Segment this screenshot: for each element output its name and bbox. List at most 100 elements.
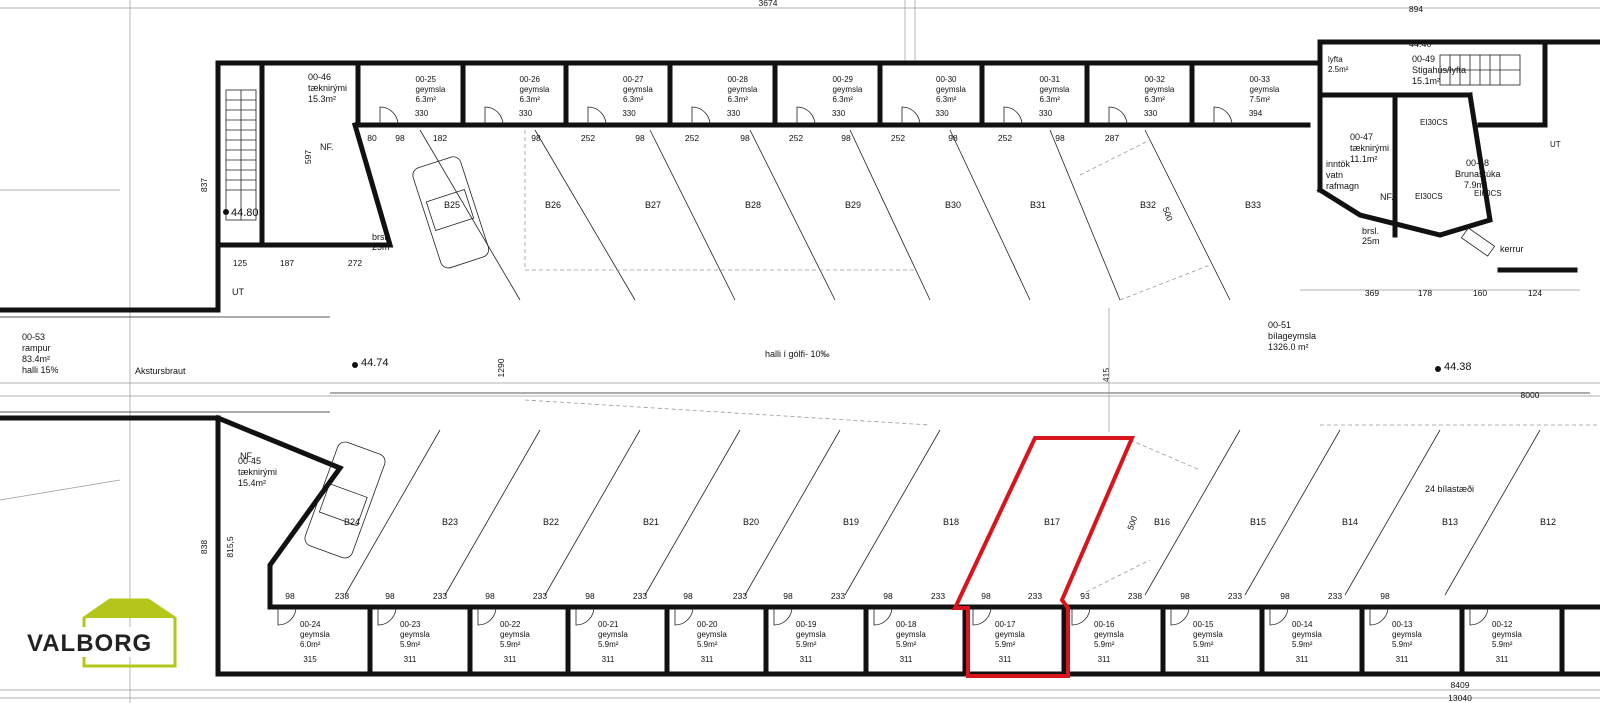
door-swing-icon: [1213, 106, 1233, 126]
parking-bay-bottom: B22: [543, 517, 559, 527]
storage-top-id: 00-31: [1040, 75, 1061, 84]
parking-bay-bottom: B12: [1540, 517, 1556, 527]
storage-bottom-word: geymsla: [1492, 630, 1522, 639]
parking-bay-bottom: B13: [1442, 517, 1458, 527]
valborg-logo: VALBORG: [20, 598, 177, 668]
storage-bottom-id: 00-16: [1094, 620, 1115, 629]
parking-bay-bottom: B23: [442, 517, 458, 527]
dim-left-chain: 272: [348, 258, 362, 268]
dim-right-chain: 160: [1473, 288, 1487, 298]
dim-top-chain: 98: [635, 133, 645, 143]
storage-bottom-width: 311: [1296, 655, 1309, 664]
level-marker-icon: [223, 209, 229, 215]
bottom-storage-partitions: [367, 604, 1565, 677]
intake-line-1: inntök: [1326, 159, 1351, 169]
parking-bay-top: B31: [1030, 200, 1046, 210]
parking-bay-top: B30: [945, 200, 961, 210]
dim-500-a: 500: [1125, 514, 1139, 531]
storage-top-area: 6.3m²: [1040, 95, 1061, 104]
dim-top-chain: 98: [395, 133, 405, 143]
storage-bottom-id: 00-14: [1292, 620, 1313, 629]
ut-label-right: UT: [1550, 140, 1561, 149]
dim-bottom-chain: 98: [285, 591, 295, 601]
storage-top-word: geymsla: [1145, 85, 1175, 94]
room-00-51-area: 1326.0 m²: [1268, 342, 1309, 352]
storage-top-area: 6.3m²: [728, 95, 749, 104]
door-swing-icon: [1369, 606, 1389, 626]
dim-top: 3674: [759, 0, 778, 8]
dim-bottom-chain: 233: [1228, 591, 1242, 601]
dim-top-chain: 252: [789, 133, 803, 143]
storage-bottom-id: 00-18: [896, 620, 917, 629]
storage-bottom-word: geymsla: [500, 630, 530, 639]
storage-top-area: 7.5m²: [1250, 95, 1271, 104]
walls: [0, 39, 1600, 677]
door-swing-icon: [587, 106, 607, 126]
room-00-45-area: 15.4m²: [238, 478, 266, 488]
door-swing-icon: [1108, 106, 1128, 126]
dim-bottom-chain: 233: [433, 591, 447, 601]
door-swing-icon: [773, 606, 793, 626]
parking-bay-bottom: B19: [843, 517, 859, 527]
dim-415: 415: [1101, 368, 1111, 382]
storage-top-id: 00-33: [1250, 75, 1271, 84]
storage-bottom-area: 6.0m²: [300, 640, 321, 649]
door-swing-icon: [1003, 106, 1023, 126]
dim-bottom-chain: 233: [931, 591, 945, 601]
dim-bottom-chain: 98: [683, 591, 693, 601]
parking-bay-top: B28: [745, 200, 761, 210]
parking-lines-bottom: [344, 399, 1600, 596]
storage-bottom-width: 311: [800, 655, 813, 664]
storage-top-word: geymsla: [833, 85, 863, 94]
storage-top-id: 00-29: [833, 75, 854, 84]
storage-bottom-area: 5.9m²: [1392, 640, 1413, 649]
bottom-storage-labels: 00-24geymsla6.0m²31500-23geymsla5.9m²311…: [277, 606, 1522, 664]
storage-bottom-area: 5.9m²: [1094, 640, 1115, 649]
highlighted-parking-b17[interactable]: [951, 436, 1136, 678]
dim-top-chain: 252: [581, 133, 595, 143]
dim-bottom-b: 13040: [1448, 693, 1472, 703]
ut-label: UT: [232, 287, 244, 297]
storage-bottom-width: 311: [1098, 655, 1111, 664]
dim-bottom-chain: 233: [533, 591, 547, 601]
storage-top-area: 6.3m²: [520, 95, 541, 104]
car-outlines: [304, 156, 1496, 559]
storage-bottom-id: 00-15: [1193, 620, 1214, 629]
dim-top-chain: 182: [433, 133, 447, 143]
overall-dimensions: 3674 894 8000 8409 13040 837 838 815,5 5…: [199, 0, 1590, 703]
dim-838: 838: [199, 540, 209, 554]
level-markers: 44.74 44.38 44.80 44.40: [223, 39, 1472, 373]
logo-text: VALBORG: [27, 630, 152, 657]
storage-top-word: geymsla: [728, 85, 758, 94]
dim-1290: 1290: [496, 358, 506, 377]
storage-bottom-word: geymsla: [796, 630, 826, 639]
ei60-label: EI60CS: [1474, 189, 1502, 198]
dim-right-chain: 369: [1365, 288, 1379, 298]
nf-label-bottom: NF.: [240, 451, 254, 461]
dim-bottom-chain: 98: [585, 591, 595, 601]
parking-bay-bottom: B14: [1342, 517, 1358, 527]
storage-bottom-id: 00-23: [400, 620, 421, 629]
nf-label: NF.: [320, 142, 334, 152]
dim-right-chain: 124: [1528, 288, 1542, 298]
dim-bottom-chain: 98: [385, 591, 395, 601]
intake-line-2: vatn: [1326, 170, 1343, 180]
door-swing-icon: [1071, 606, 1091, 626]
storage-top-width: 330: [935, 109, 949, 118]
storage-bottom-area: 5.9m²: [1492, 640, 1513, 649]
storage-bottom-width: 311: [504, 655, 517, 664]
parking-count-label: 24 bílastæði: [1425, 484, 1474, 494]
parking-bay-top: B26: [545, 200, 561, 210]
dim-top-chain: 98: [740, 133, 750, 143]
storage-bottom-word: geymsla: [697, 630, 727, 639]
storage-bottom-width: 311: [900, 655, 913, 664]
level-right: 44.38: [1444, 361, 1472, 373]
storage-top-word: geymsla: [416, 85, 446, 94]
lyfta-label: lyfta: [1328, 55, 1343, 64]
dim-500-b: 500: [1161, 206, 1175, 223]
dim-bottom-chain: 98: [1380, 591, 1390, 601]
dim-bottom-chain: 98: [883, 591, 893, 601]
dim-815-5: 815,5: [225, 536, 235, 558]
room-00-47-id: 00-47: [1350, 132, 1373, 142]
storage-bottom-id: 00-12: [1492, 620, 1513, 629]
